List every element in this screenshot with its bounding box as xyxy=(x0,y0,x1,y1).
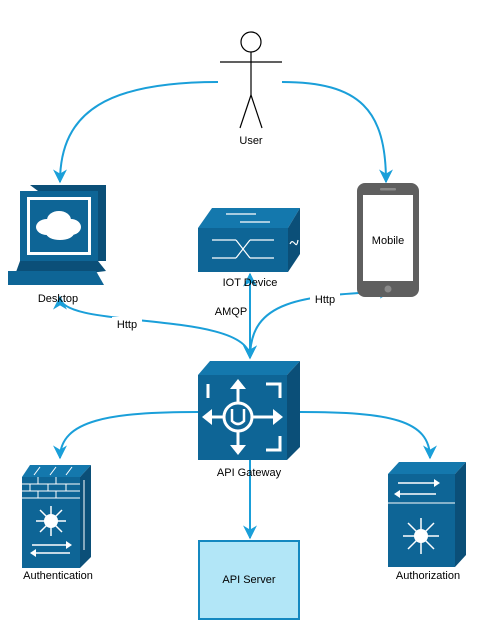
node-label-api-gateway: API Gateway xyxy=(217,467,282,479)
edge-label-desktop-http: Http xyxy=(117,319,137,331)
node-iot-device[interactable]: IOT Device xyxy=(198,208,300,289)
edge-label-mobile-http: Http xyxy=(315,294,335,306)
node-label-desktop: Desktop xyxy=(38,293,78,305)
actor-icon xyxy=(220,31,282,129)
edge-label-iot-amqp: AMQP xyxy=(215,306,247,318)
server-box xyxy=(198,540,300,620)
node-desktop[interactable]: Desktop xyxy=(8,185,106,305)
edge-gateway-authentication[interactable] xyxy=(53,411,199,460)
edge-gateway-authorization[interactable] xyxy=(299,411,437,460)
node-label-authentication: Authentication xyxy=(23,570,93,582)
node-api-gateway[interactable]: API Gateway xyxy=(198,361,300,479)
multilayer-switch-icon xyxy=(388,462,466,567)
node-api-server[interactable]: API Server xyxy=(198,540,300,620)
node-user[interactable]: User xyxy=(220,31,282,147)
gateway-icon xyxy=(198,361,300,460)
mobile-phone-icon xyxy=(357,183,419,297)
node-label-mobile: Mobile xyxy=(372,235,404,247)
edges xyxy=(53,81,437,540)
edge-user-desktop[interactable] xyxy=(53,81,219,184)
edge-labels: Http AMQP Http xyxy=(112,292,340,331)
node-label-iot-device: IOT Device xyxy=(223,277,278,289)
edge-desktop-gateway[interactable] xyxy=(53,295,257,360)
desktop-icon xyxy=(8,185,106,285)
edge-user-mobile[interactable] xyxy=(281,81,393,184)
node-mobile[interactable]: Mobile xyxy=(357,183,419,297)
switch-icon xyxy=(198,208,300,272)
firewall-icon xyxy=(22,465,91,568)
node-label-authorization: Authorization xyxy=(396,570,460,582)
node-authentication[interactable]: Authentication xyxy=(22,465,93,582)
node-label-api-server: API Server xyxy=(222,574,276,586)
node-authorization[interactable]: Authorization xyxy=(388,462,466,582)
node-label-user: User xyxy=(239,135,263,147)
